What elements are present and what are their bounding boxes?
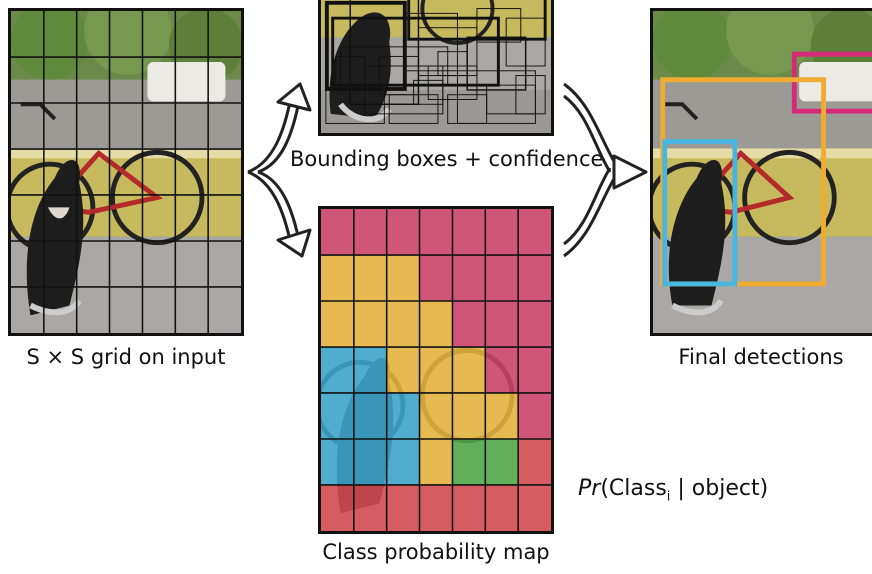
class-cell-yellow xyxy=(452,347,486,393)
class-probability-panel xyxy=(318,206,554,534)
classmap-caption: Class probability map xyxy=(322,540,550,564)
formula-rest: | object) xyxy=(670,476,769,501)
class-cell-pink xyxy=(452,209,486,255)
class-cell-pink xyxy=(353,209,387,255)
class-cell-pink xyxy=(419,209,453,255)
class-cell-red xyxy=(321,485,354,531)
class-cell-cyan xyxy=(386,393,420,439)
class-cell-pink xyxy=(485,301,519,347)
formula-function: Pr xyxy=(578,476,601,501)
class-cell-pink xyxy=(518,255,551,301)
boxes-caption: Bounding boxes + confidence xyxy=(290,147,604,171)
grid-overlay xyxy=(11,11,241,333)
final-detections-panel xyxy=(650,8,872,336)
class-cell-red xyxy=(518,439,551,485)
class-cell-yellow xyxy=(419,301,453,347)
class-cell-red xyxy=(452,485,486,531)
class-cell-cyan xyxy=(321,393,354,439)
merge-arrow-icon xyxy=(563,82,648,258)
class-cell-yellow xyxy=(386,255,420,301)
class-cell-pink xyxy=(452,255,486,301)
class-cell-yellow xyxy=(321,301,354,347)
class-cell-red xyxy=(419,485,453,531)
class-cell-pink xyxy=(452,301,486,347)
detections-photo xyxy=(653,11,872,333)
class-cell-red xyxy=(353,485,387,531)
detection-boxes xyxy=(660,51,872,287)
boxes-photo xyxy=(321,0,551,133)
detection-box-dog xyxy=(662,139,738,287)
bounding-box-overlay xyxy=(324,0,547,124)
class-cell-yellow xyxy=(321,255,354,301)
class-cell-yellow xyxy=(353,301,387,347)
class-cell-pink xyxy=(518,301,551,347)
detections-caption: Final detections xyxy=(678,345,844,369)
class-cell-cyan xyxy=(353,439,387,485)
class-cell-pink xyxy=(419,255,453,301)
formula-open: (Class xyxy=(600,476,667,501)
class-cell-cyan xyxy=(386,439,420,485)
class-grid-lines xyxy=(321,209,551,531)
class-cell-yellow xyxy=(419,439,453,485)
class-cell-cyan xyxy=(353,393,387,439)
class-cell-yellow xyxy=(353,255,387,301)
class-cell-pink xyxy=(321,209,354,255)
class-cell-pink xyxy=(518,209,551,255)
formula-subscript: i xyxy=(666,489,671,505)
class-cell-yellow xyxy=(386,301,420,347)
class-cell-pink xyxy=(485,347,519,393)
class-cell-pink xyxy=(518,393,551,439)
class-cell-green xyxy=(452,439,486,485)
class-cell-yellow xyxy=(485,393,519,439)
bounding-boxes-panel xyxy=(318,0,554,136)
class-cell-yellow xyxy=(386,347,420,393)
class-cell-yellow xyxy=(419,347,453,393)
class-cell-red xyxy=(518,485,551,531)
split-arrow-icon xyxy=(247,82,312,258)
class-cell-green xyxy=(485,439,519,485)
class-cell-cyan xyxy=(321,347,354,393)
input-grid-panel xyxy=(8,8,244,336)
class-cell-red xyxy=(386,485,420,531)
class-cell-red xyxy=(485,485,519,531)
class-cell-cyan xyxy=(353,347,387,393)
class-cell-pink xyxy=(386,209,420,255)
detection-box-car xyxy=(791,51,872,114)
class-cell-yellow xyxy=(419,393,453,439)
input-photo xyxy=(11,11,241,333)
grid-caption: S × S grid on input xyxy=(26,345,226,369)
class-cell-pink xyxy=(485,209,519,255)
class-cell-pink xyxy=(518,347,551,393)
class-cell-cyan xyxy=(321,439,354,485)
class-cell-pink xyxy=(485,255,519,301)
class-probability-grid xyxy=(321,209,551,531)
class-probability-formula: Pr(Classi | object) xyxy=(578,476,768,504)
class-cell-yellow xyxy=(452,393,486,439)
